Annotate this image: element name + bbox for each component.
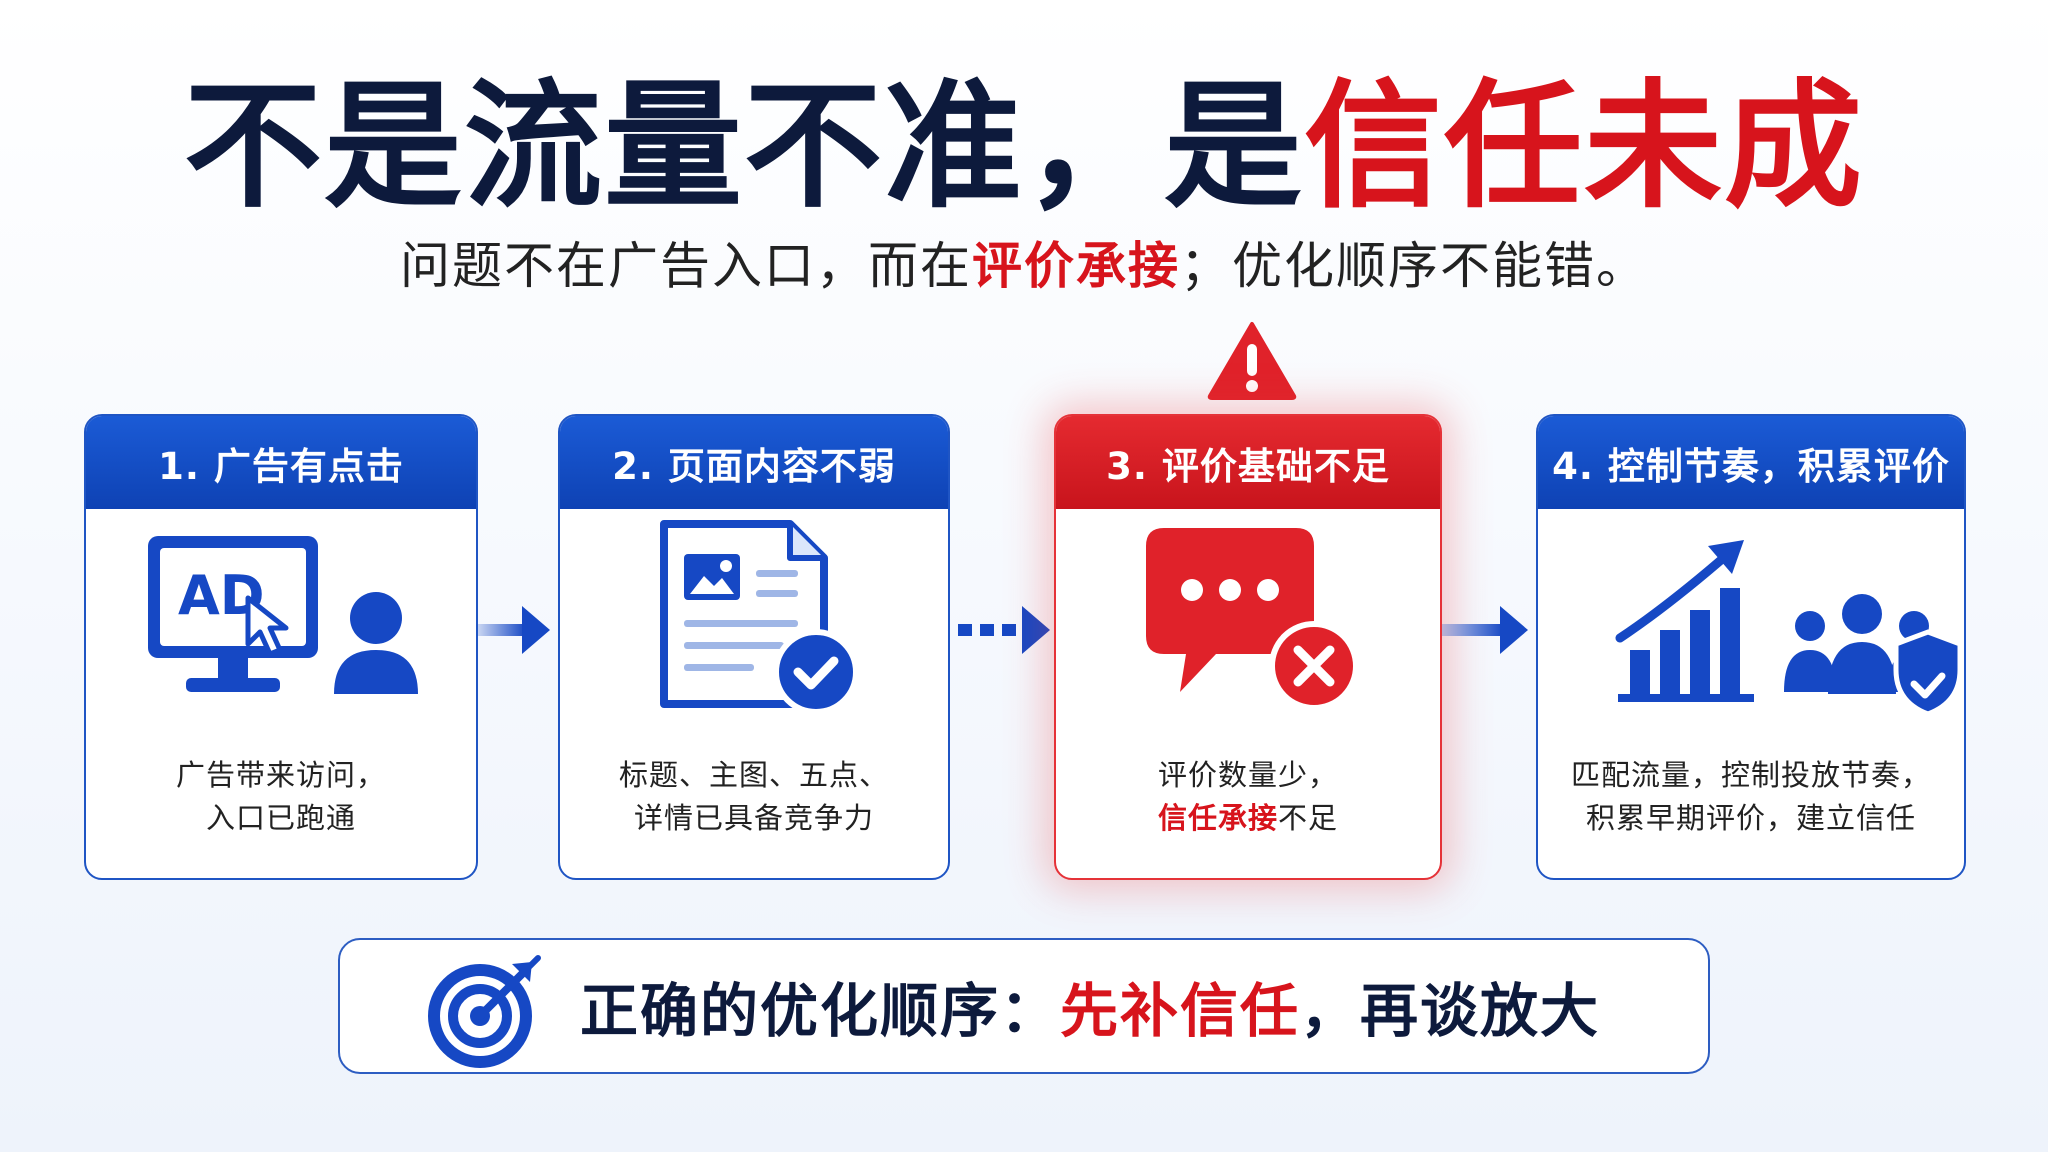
title-part1: 不是流量不准，是 [183,66,1304,227]
conclusion-highlight: 先补信任 [1060,977,1301,1045]
subtitle-highlight: 评价承接 [972,237,1180,295]
ad-monitor-icon: AD [86,526,476,786]
growth-users-shield-icon [1538,526,1964,786]
step-card-4-description: 匹配流量，控制投放节奏， 积累早期评价，建立信任 [1570,758,1931,835]
document-check-icon [560,520,948,786]
subtitle-part1: 问题不在广告入口，而在 [400,237,972,295]
step-card-1: 1. 广告有点击 AD 广告带来访问， 入口已跑通 [84,414,478,880]
conclusion-text: 正确的优化顺序：先补信任，再谈放大 [580,940,1600,1072]
step-card-1-header: 1. 广告有点击 [86,416,476,509]
target-icon [428,955,541,1068]
step-card-2-header: 2. 页面内容不弱 [560,416,948,509]
chat-bubble-x-icon [1056,526,1440,786]
step-card-3-description: 评价数量少， 信任承接不足 [1157,758,1339,835]
page-subtitle: 问题不在广告入口，而在评价承接；优化顺序不能错。 [0,236,2048,296]
step-card-3: 3. 评价基础不足 评价数量少， 信任承接不足 [1054,414,1442,880]
subtitle-part2: ；优化顺序不能错。 [1180,237,1648,295]
title-highlight: 信任未成 [1304,66,1865,227]
step-card-2: 2. 页面内容不弱 标题、主图、五点、 详情已具备竞争力 [558,414,950,880]
arrow-right-icon [1442,606,1528,654]
step-card-3-header: 3. 评价基础不足 [1056,416,1440,509]
step-card-4-header: 4. 控制节奏，积累评价 [1538,416,1964,509]
step-card-2-description: 标题、主图、五点、 详情已具备竞争力 [618,758,889,835]
warning-icon [1207,322,1297,400]
conclusion-banner: 正确的优化顺序：先补信任，再谈放大 [338,938,1710,1074]
arrow-right-icon [478,606,550,654]
page-title: 不是流量不准，是信任未成 [0,66,2048,229]
step-card-4: 4. 控制节奏，积累评价 匹配流量，控制投放节奏， 积累早期评价，建立信任 [1536,414,1966,880]
step-card-1-description: 广告带来访问， 入口已跑通 [175,758,386,835]
dashed-arrow-right-icon [958,606,1050,654]
